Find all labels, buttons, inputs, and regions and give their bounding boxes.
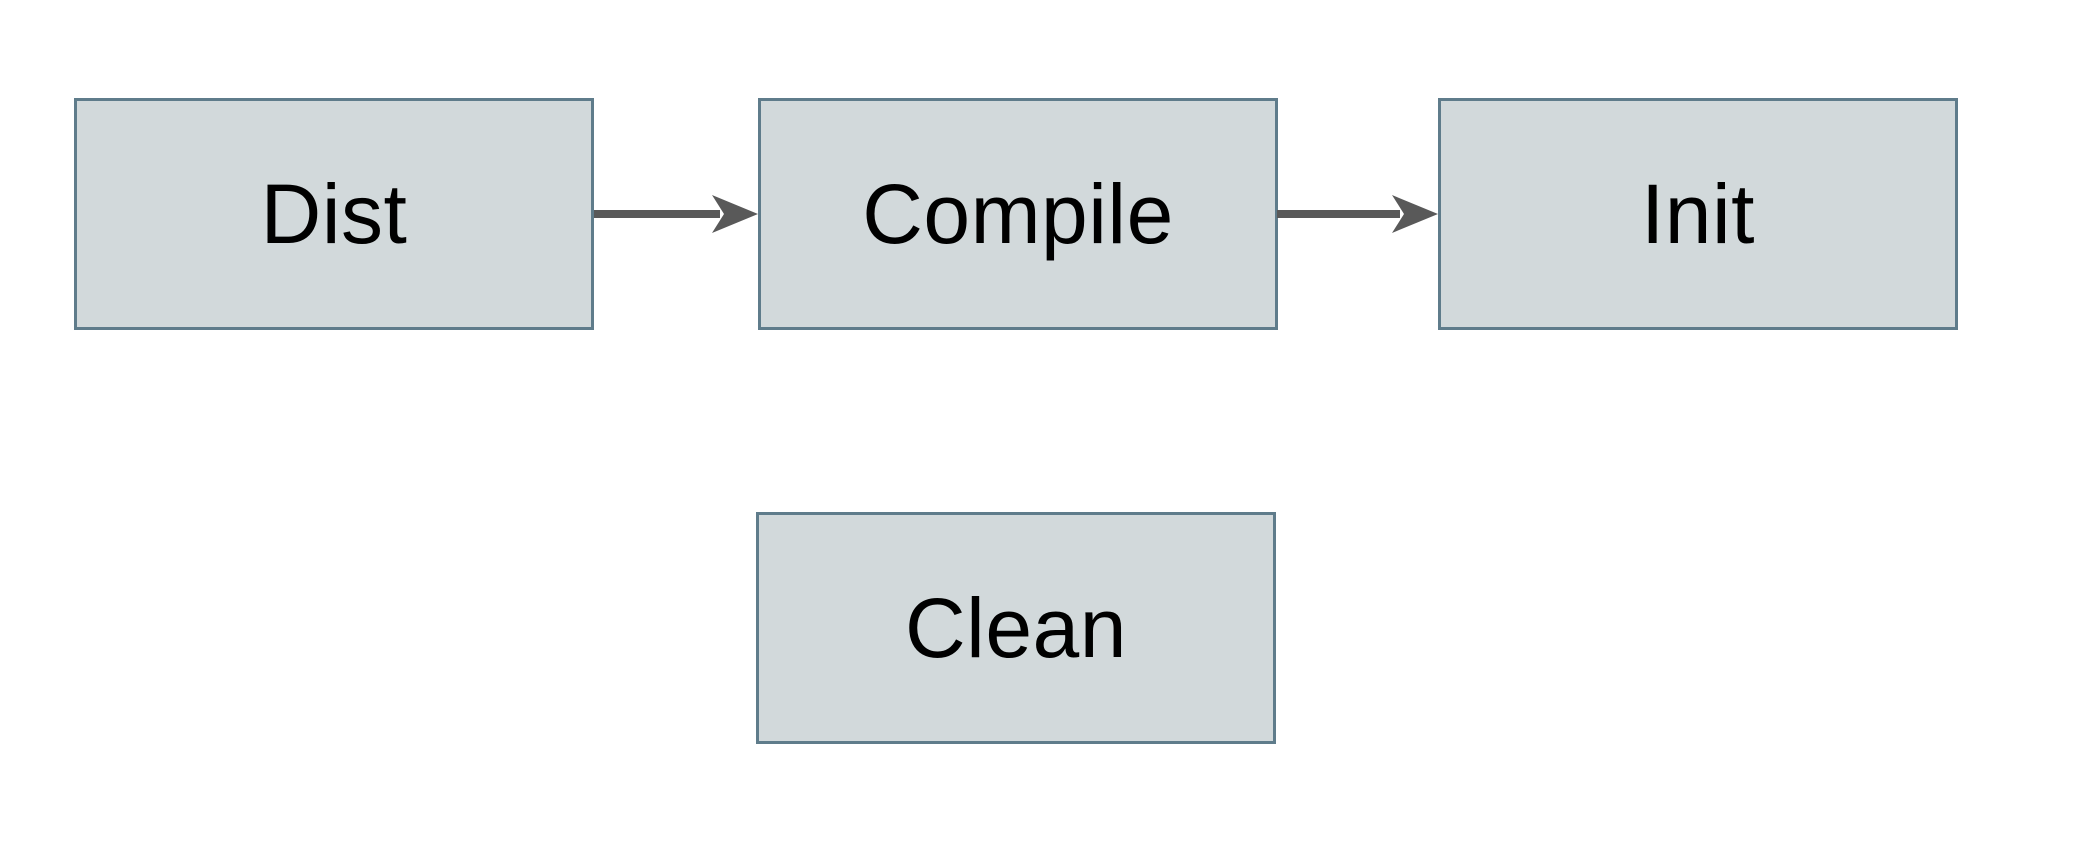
node-clean-label: Clean bbox=[905, 581, 1127, 675]
node-init[interactable]: Init bbox=[1438, 98, 1958, 330]
arrow-compile-to-init[interactable] bbox=[1277, 184, 1438, 244]
node-dist[interactable]: Dist bbox=[74, 98, 594, 330]
node-clean[interactable]: Clean bbox=[756, 512, 1276, 744]
arrowhead-right-icon bbox=[712, 195, 758, 233]
node-compile[interactable]: Compile bbox=[758, 98, 1278, 330]
node-compile-label: Compile bbox=[862, 167, 1174, 261]
node-dist-label: Dist bbox=[260, 167, 408, 261]
arrow-dist-to-compile[interactable] bbox=[594, 184, 758, 244]
node-init-label: Init bbox=[1640, 167, 1756, 261]
arrowhead-right-icon bbox=[1392, 195, 1438, 233]
